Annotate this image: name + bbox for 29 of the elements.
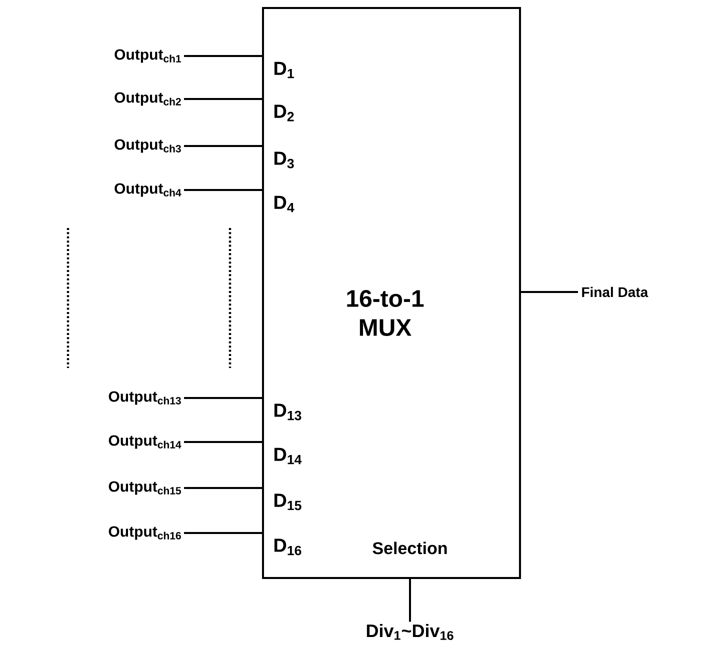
input-label: Output$_{ch13}$ — [108, 391, 181, 405]
input-label: Output$_{ch4}$ — [114, 183, 182, 197]
connector-line — [184, 145, 262, 147]
connector-line — [184, 98, 262, 100]
input-label: Output$_{ch16}$ — [108, 526, 181, 540]
selection-label: Selection — [372, 542, 447, 554]
connector-line — [184, 189, 262, 191]
pin-label: D$_{15}$ — [274, 494, 302, 510]
input-label: Output$_{ch14}$ — [108, 435, 182, 449]
connector-line — [184, 55, 262, 57]
connector-line — [184, 440, 262, 443]
connector-line — [184, 396, 262, 399]
pin-label: D$_{16}$ — [274, 538, 302, 556]
pin-label: D$_{4}$ — [274, 196, 294, 212]
input-label: Output$_{ch2}$ — [114, 92, 181, 106]
pin-label: D$_{3}$ — [274, 152, 294, 168]
input-label: Output$_{ch1}$ — [114, 49, 181, 63]
pin-label: D$_{14}$ — [274, 448, 302, 464]
connector-line — [184, 532, 262, 534]
pin-label: D$_{2}$ — [274, 104, 294, 122]
connector-line — [184, 487, 262, 489]
pin-label: D$_{1}$ — [274, 62, 294, 78]
connector-line — [409, 578, 411, 622]
connector-line — [521, 290, 578, 293]
output-label: Final Data — [582, 286, 648, 298]
input-label: Output$_{ch15}$ — [108, 481, 181, 495]
select-label: Div$_{1}$~Div$_{16}$ — [366, 624, 454, 640]
input-label: Output$_{ch3}$ — [114, 139, 181, 153]
pin-label: D$_{13}$ — [274, 404, 302, 420]
